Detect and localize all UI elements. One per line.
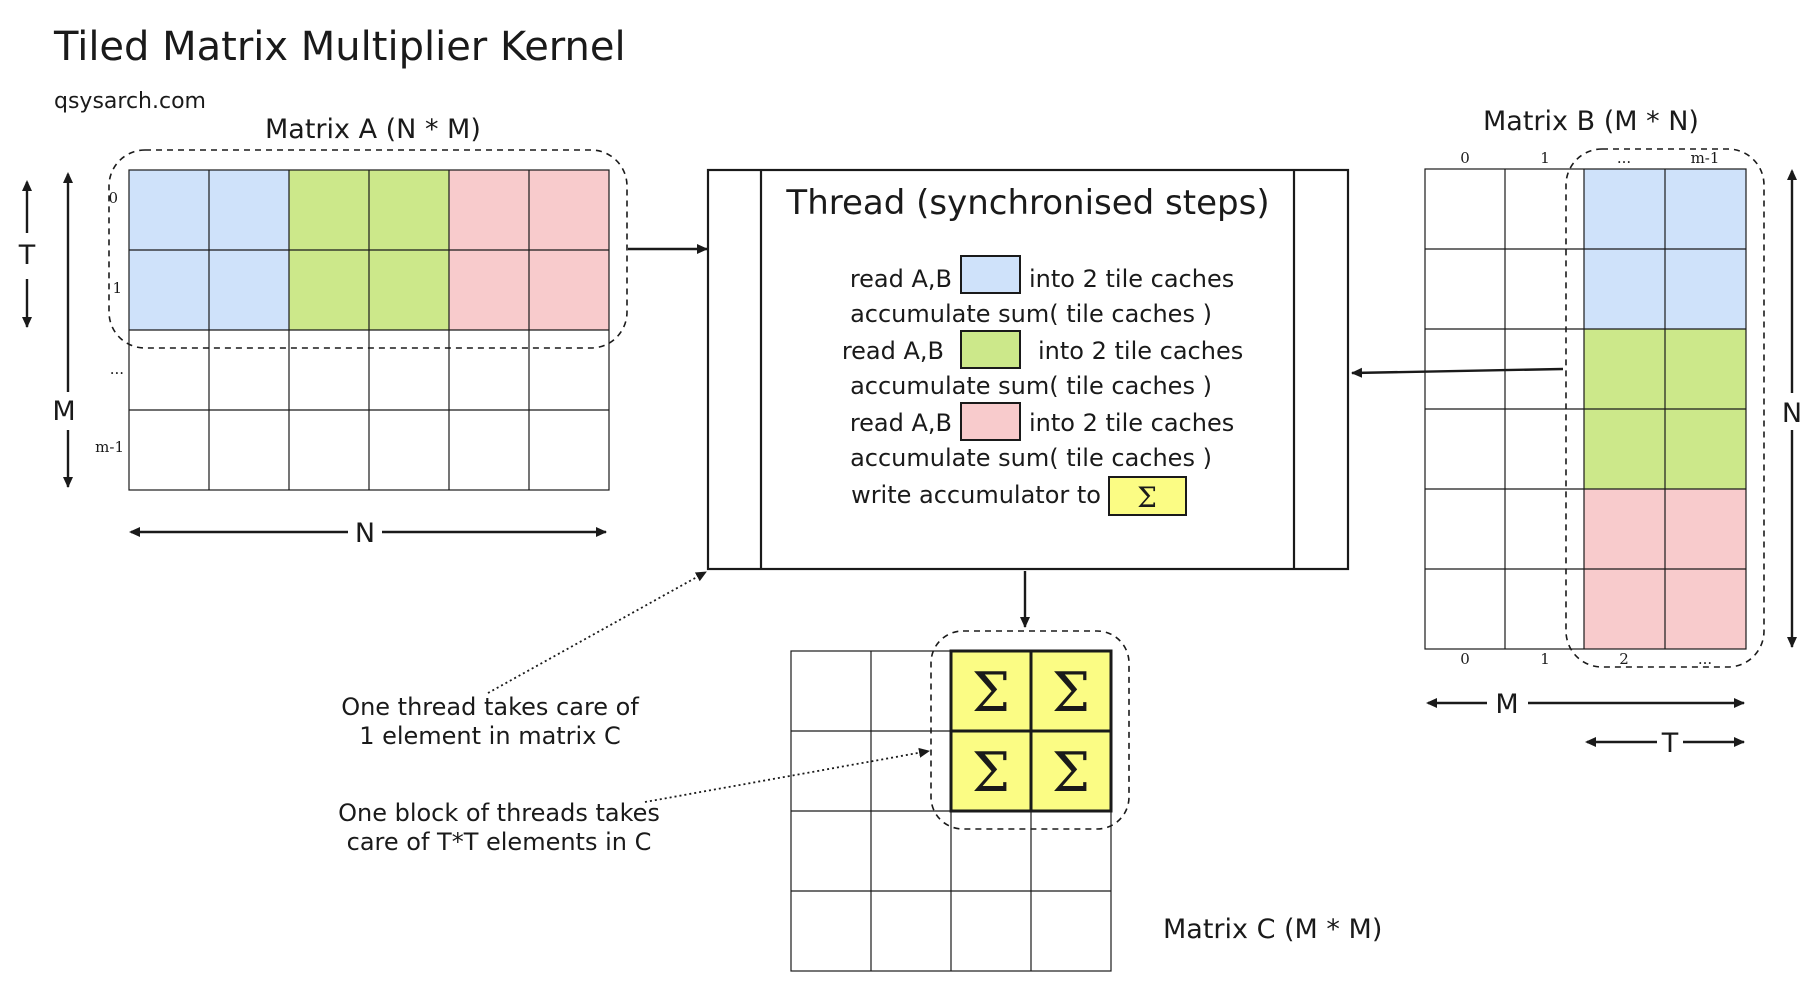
matrix-b-tile-outline: [1565, 148, 1765, 668]
note-block-line1: One block of threads takes: [338, 799, 660, 827]
sigma-symbol: Σ: [1052, 741, 1090, 804]
matrix-a-cell: [289, 250, 369, 330]
pink-tile-swatch: [960, 402, 1021, 441]
matrix-b-label: Matrix B (M * N): [1483, 106, 1699, 137]
matrix-a-cell: [449, 170, 529, 250]
note-thread-pointer: [487, 571, 707, 694]
note-thread-line2: 1 element in matrix C: [359, 722, 621, 750]
step-accumulate: accumulate sum( tile caches ): [850, 300, 1212, 328]
matrix-b-grid: [1424, 168, 1747, 650]
matrix-b-col-label: 0: [1460, 650, 1470, 668]
b-to-thread-arrow: [1351, 367, 1564, 378]
sigma-symbol: Σ: [972, 661, 1010, 724]
matrix-a-cell: [529, 250, 609, 330]
matrix-b-col-label: 0: [1460, 149, 1470, 167]
matrix-c-grid: [790, 649, 1113, 972]
matrix-a-label: Matrix A (N * M): [265, 114, 481, 145]
matrix-a-row-label: m-1: [95, 438, 124, 456]
matrix-a-tile-outline: [108, 149, 628, 349]
step-read-suffix: into 2 tile caches: [1029, 265, 1234, 293]
note-block-pointer: [644, 747, 930, 803]
step-read-suffix: into 2 tile caches: [1029, 409, 1234, 437]
matrix-a-grid: [128, 169, 610, 491]
matrix-a-cell: [369, 250, 449, 330]
matrix-b-col-label: m-1: [1691, 149, 1720, 167]
step-write: write accumulator to: [851, 481, 1101, 509]
matrix-b-m-label: M: [1495, 689, 1518, 720]
green-tile-swatch: [960, 330, 1021, 369]
step-read-prefix: read A,B: [850, 409, 952, 437]
matrix-b-col-label: ...: [1698, 650, 1712, 668]
thread-box: [706, 168, 1350, 571]
step-accumulate: accumulate sum( tile caches ): [850, 372, 1212, 400]
matrix-a-row-label: 1: [112, 279, 122, 297]
matrix-a-cell: [529, 170, 609, 250]
step-accumulate: accumulate sum( tile caches ): [850, 444, 1212, 472]
sigma-symbol: Σ: [1052, 661, 1090, 724]
matrix-a-t-label: T: [18, 240, 36, 271]
matrix-a-cell: [449, 250, 529, 330]
blue-tile-swatch: [960, 255, 1021, 294]
sigma-symbol: Σ: [1137, 481, 1157, 514]
matrix-c-block-outline: [930, 630, 1130, 830]
note-block-line2: care of T*T elements in C: [347, 828, 652, 856]
note-thread-line1: One thread takes care of: [341, 693, 639, 721]
matrix-b-col-label: 2: [1619, 650, 1629, 668]
matrix-a-n-label: N: [355, 518, 375, 549]
matrix-b-col-label: 1: [1540, 650, 1550, 668]
thread-title: Thread (synchronised steps): [785, 183, 1269, 223]
matrix-c-result-cell: [1029, 649, 1113, 733]
matrix-b-col-label: 1: [1540, 149, 1550, 167]
sigma-symbol: Σ: [972, 741, 1010, 804]
matrix-a-m-label: M: [52, 396, 75, 427]
diagram-title: Tiled Matrix Multiplier Kernel: [53, 24, 626, 70]
matrix-a-cell: [129, 250, 209, 330]
matrix-c-result-cell: [1029, 729, 1113, 813]
source-url: qsysarch.com: [54, 89, 206, 114]
matrix-b-col-label: ...: [1617, 149, 1631, 167]
matrix-c-label: Matrix C (M * M): [1163, 914, 1382, 945]
step-read-prefix: read A,B: [842, 337, 944, 365]
accumulator-swatch: [1108, 476, 1187, 516]
matrix-a-cell: [369, 170, 449, 250]
matrix-a-row-label: 0: [108, 189, 118, 207]
matrix-a-cell: [209, 250, 289, 330]
matrix-a-row-label: ...: [110, 360, 124, 378]
matrix-a-cell: [209, 170, 289, 250]
matrix-b-t-label: T: [1661, 728, 1679, 759]
matrix-b-n-label: N: [1782, 398, 1802, 429]
matrix-a-cell: [289, 170, 369, 250]
step-read-suffix: into 2 tile caches: [1038, 337, 1243, 365]
step-read-prefix: read A,B: [850, 265, 952, 293]
matrix-a-cell: [129, 170, 209, 250]
